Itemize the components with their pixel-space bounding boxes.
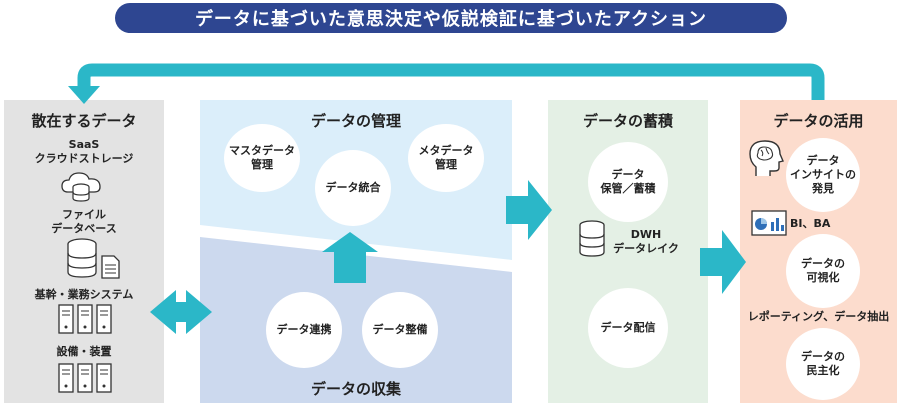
visualization-circle: データの 可視化	[786, 234, 860, 308]
data-cleansing-circle: データ整備	[362, 292, 438, 368]
utilization-title: データの活用	[773, 112, 864, 130]
bidirectional-arrow	[150, 290, 212, 334]
database-icon	[577, 219, 607, 263]
feedback-loop-arrow	[77, 63, 825, 100]
bi-ba-label: BI、BA	[790, 217, 831, 230]
scattered-item-core-systems: 基幹・業務システム	[34, 288, 134, 301]
data-delivery-circle: データ配信	[588, 288, 668, 368]
democratization-circle: データの 民主化	[786, 328, 860, 400]
data-integration-circle: データ統合	[315, 150, 391, 226]
storage-title: データの蓄積	[582, 112, 673, 130]
scattered-title: 散在するデータ	[31, 112, 137, 130]
server-rack-icon	[57, 362, 113, 398]
reporting-label: レポーティング、データ抽出	[747, 310, 890, 323]
right-arrow-to-storage	[506, 180, 552, 240]
feedback-arrowhead	[68, 86, 100, 104]
database-document-icon	[64, 238, 122, 284]
top-banner: データに基づいた意思決定や仮説検証に基づいたアクション	[115, 3, 787, 33]
brain-head-icon	[748, 138, 786, 182]
master-data-circle: マスタデータ 管理	[224, 124, 300, 192]
collection-title: データの収集	[310, 380, 401, 398]
scattered-item-file-db: ファイル データベース	[51, 208, 117, 236]
server-rack-icon	[57, 303, 113, 339]
collection-panel	[200, 237, 512, 403]
dwh-label: DWH データレイク	[613, 228, 679, 256]
data-linkage-circle: データ連携	[266, 292, 342, 368]
right-arrow-to-utilization	[700, 230, 746, 294]
up-arrow	[322, 232, 378, 283]
scattered-item-saas: SaaS クラウドストレージ	[34, 138, 134, 166]
scattered-item-equipment: 設備・装置	[56, 345, 112, 358]
data-storage-circle: データ 保管／蓄積	[588, 142, 668, 222]
bar-chart-icon	[751, 210, 787, 240]
cloud-database-icon	[60, 170, 104, 208]
management-title: データの管理	[310, 112, 401, 130]
metadata-circle: メタデータ 管理	[408, 124, 484, 192]
insight-discovery-circle: データ インサイトの 発見	[786, 138, 860, 212]
